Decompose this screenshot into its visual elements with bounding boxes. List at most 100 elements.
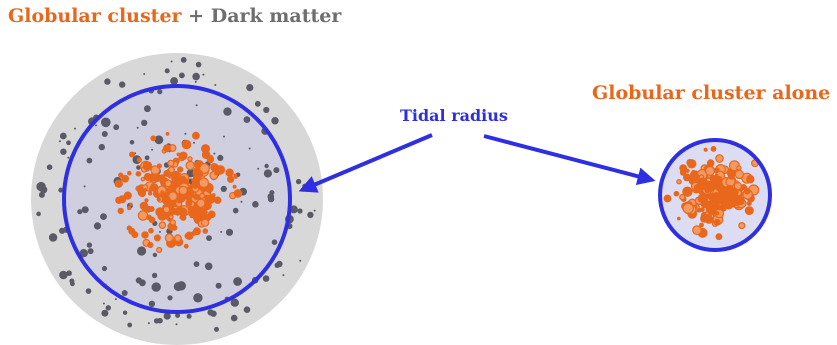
star bbox=[207, 210, 216, 219]
star bbox=[679, 193, 686, 201]
dark-matter-particle bbox=[297, 208, 303, 214]
star bbox=[192, 227, 201, 236]
star bbox=[715, 191, 726, 202]
dark-matter-particle bbox=[217, 154, 224, 161]
dark-matter-particle bbox=[180, 57, 187, 63]
star bbox=[140, 176, 146, 182]
star bbox=[209, 184, 214, 190]
dark-matter-particle bbox=[151, 272, 158, 279]
dark-matter-particle bbox=[69, 278, 75, 284]
star bbox=[176, 193, 186, 203]
star bbox=[715, 154, 724, 163]
star bbox=[715, 233, 723, 241]
star bbox=[168, 166, 176, 174]
star bbox=[137, 188, 145, 197]
star bbox=[683, 173, 691, 182]
star bbox=[679, 164, 688, 173]
star bbox=[685, 168, 690, 173]
star bbox=[135, 171, 142, 177]
star bbox=[706, 159, 715, 167]
dark-matter-particle bbox=[299, 259, 302, 262]
star bbox=[118, 172, 124, 178]
dark-matter-particle bbox=[85, 288, 92, 294]
star bbox=[139, 201, 149, 211]
star bbox=[741, 184, 747, 189]
dark-matter-particle bbox=[195, 61, 202, 68]
dark-matter-particle bbox=[59, 270, 68, 280]
dark-matter-particle bbox=[240, 200, 243, 203]
star bbox=[704, 215, 714, 224]
dark-matter-particle bbox=[263, 169, 272, 178]
star bbox=[178, 185, 188, 196]
dark-matter-particle bbox=[100, 213, 107, 221]
star bbox=[227, 175, 235, 183]
dark-matter-particle bbox=[206, 235, 212, 242]
star bbox=[196, 198, 206, 208]
dark-matter-particle bbox=[122, 310, 128, 315]
dark-matter-particle bbox=[170, 60, 173, 63]
star bbox=[179, 175, 187, 183]
dark-matter-particle bbox=[204, 262, 213, 271]
dark-matter-particle bbox=[295, 178, 302, 185]
star bbox=[734, 169, 745, 180]
dark-matter-particle bbox=[271, 239, 278, 245]
dark-matter-particle bbox=[230, 298, 239, 307]
star bbox=[158, 221, 167, 230]
dark-matter-particle bbox=[60, 148, 67, 155]
dark-matter-particle bbox=[101, 265, 108, 272]
dark-matter-particle bbox=[273, 167, 280, 174]
star bbox=[185, 199, 193, 207]
right-cluster-core bbox=[663, 146, 760, 241]
dark-matter-particle bbox=[269, 190, 275, 196]
star bbox=[206, 188, 212, 194]
star bbox=[232, 184, 237, 189]
dark-matter-particle bbox=[223, 107, 232, 116]
dark-matter-particle bbox=[175, 313, 181, 318]
dark-matter-particle bbox=[194, 80, 197, 83]
dark-matter-particle bbox=[101, 309, 109, 317]
dark-matter-particle bbox=[232, 207, 239, 214]
dark-matter-particle bbox=[262, 275, 270, 282]
star bbox=[728, 173, 735, 180]
star bbox=[717, 188, 722, 193]
dark-matter-particle bbox=[98, 143, 106, 151]
dark-matter-particle bbox=[263, 106, 270, 114]
star bbox=[193, 193, 200, 200]
star bbox=[137, 210, 149, 221]
star bbox=[206, 155, 215, 164]
star bbox=[181, 139, 192, 150]
dark-matter-particle bbox=[137, 246, 147, 256]
star bbox=[117, 207, 124, 215]
dark-matter-particle bbox=[214, 326, 219, 332]
star bbox=[164, 233, 174, 243]
dark-matter-particle bbox=[223, 135, 225, 138]
star bbox=[704, 211, 710, 216]
dark-matter-particle bbox=[136, 165, 141, 170]
star bbox=[214, 196, 222, 204]
star bbox=[144, 198, 149, 203]
star bbox=[187, 156, 193, 162]
star bbox=[147, 241, 154, 249]
star bbox=[717, 176, 721, 180]
dark-matter-particle bbox=[313, 209, 316, 212]
star bbox=[156, 246, 163, 254]
star bbox=[188, 209, 192, 213]
star bbox=[164, 179, 172, 188]
star bbox=[156, 197, 161, 202]
dark-matter-particle bbox=[114, 298, 117, 301]
dark-matter-particle bbox=[243, 116, 251, 123]
star bbox=[211, 193, 216, 197]
star bbox=[201, 144, 210, 154]
star bbox=[191, 206, 200, 215]
dark-matter-particle bbox=[220, 230, 223, 233]
star bbox=[168, 214, 174, 220]
dark-matter-particle bbox=[121, 290, 128, 296]
dark-matter-particle bbox=[225, 228, 234, 236]
star bbox=[700, 199, 709, 209]
dark-matter-particle bbox=[93, 222, 102, 230]
dark-matter-particle bbox=[86, 157, 93, 164]
star bbox=[691, 169, 696, 174]
dark-matter-particle bbox=[66, 270, 72, 277]
star bbox=[127, 205, 132, 211]
